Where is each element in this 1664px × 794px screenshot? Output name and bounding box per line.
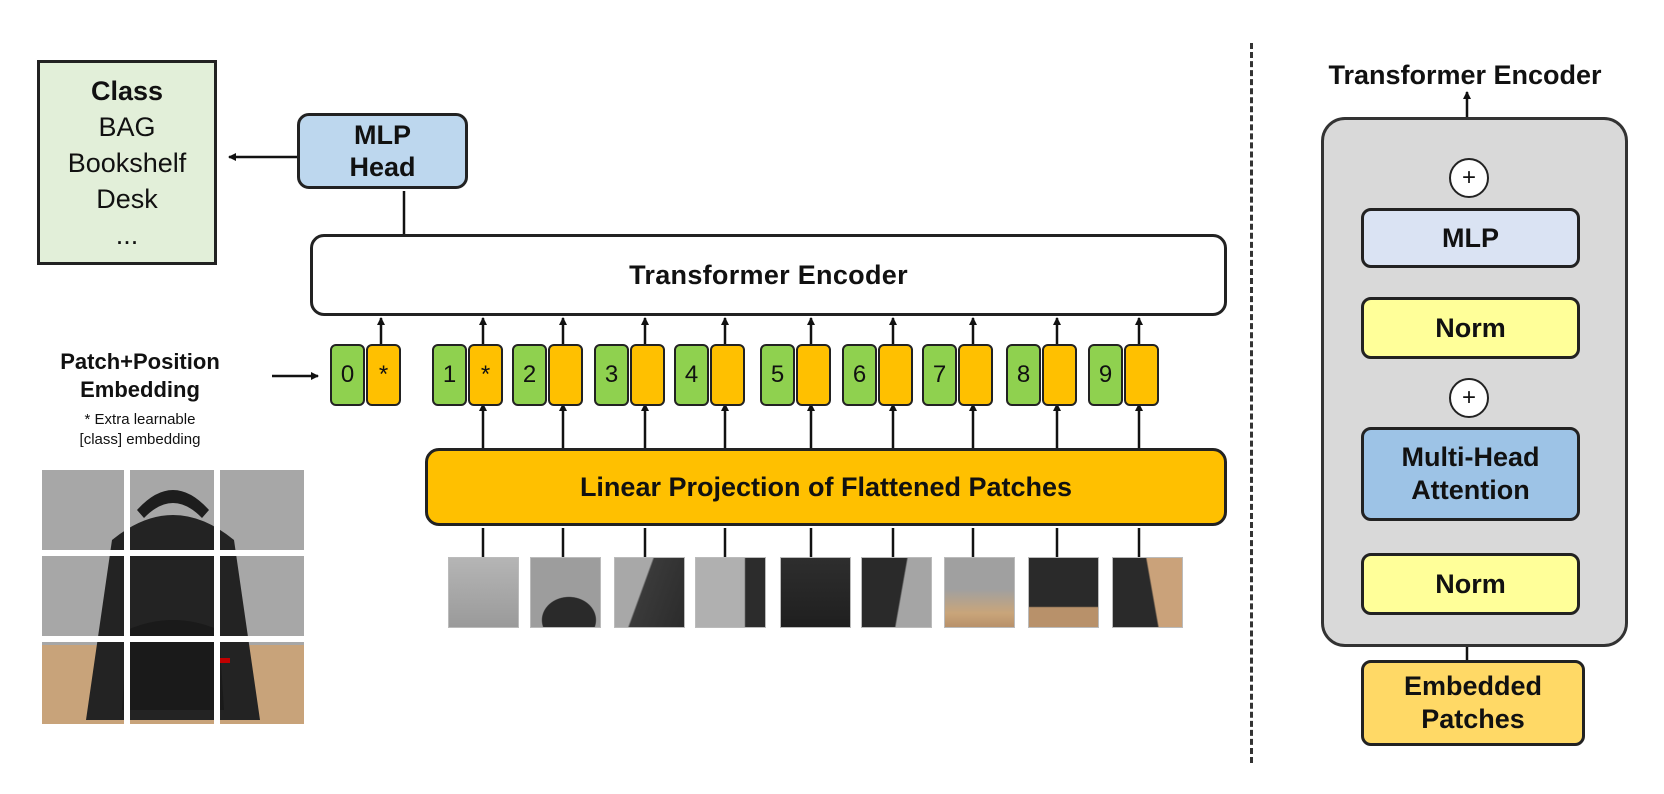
position-token: 0: [330, 344, 365, 406]
position-token: 5: [760, 344, 795, 406]
patch-embedding-token: [796, 344, 831, 406]
patch-embedding-token: [548, 344, 583, 406]
class-title: Class: [90, 75, 164, 106]
class-output-box: Class BAG Bookshelf Desk ...: [37, 60, 217, 265]
position-token: 7: [922, 344, 957, 406]
class-item: BAG: [98, 111, 156, 142]
class-embedding-token: *: [366, 344, 401, 406]
backpack-image: [42, 470, 304, 724]
position-token: 9: [1088, 344, 1123, 406]
multi-head-attention-block: Multi-Head Attention: [1361, 427, 1580, 521]
linear-projection-block: Linear Projection of Flattened Patches: [425, 448, 1227, 526]
patch-embedding-token: [1124, 344, 1159, 406]
patch-embedding-token: [630, 344, 665, 406]
position-token: 4: [674, 344, 709, 406]
image-patch: [448, 557, 519, 628]
position-token: 3: [594, 344, 629, 406]
patch-position-embedding-label: Patch+Position Embedding: [60, 349, 220, 402]
class-item: Desk: [96, 183, 158, 214]
class-item: ...: [115, 219, 139, 250]
class-embedding-note: * Extra learnable [class] embedding: [79, 411, 201, 448]
mlp-block: MLP: [1361, 208, 1580, 268]
backpack-photo-grid: [42, 470, 304, 724]
patch-embedding-token: [958, 344, 993, 406]
section-divider: [1250, 43, 1253, 763]
class-embedding-token: *: [468, 344, 503, 406]
image-patch: [1028, 557, 1099, 628]
transformer-encoder-block: Transformer Encoder: [310, 234, 1227, 316]
position-token: 2: [512, 344, 547, 406]
norm-block-top: Norm: [1361, 297, 1580, 359]
residual-add-icon: +: [1449, 158, 1489, 198]
image-patch: [944, 557, 1015, 628]
encoder-detail-title: Transformer Encoder: [1328, 60, 1602, 90]
residual-add-icon: +: [1449, 378, 1489, 418]
embedded-patches-block: Embedded Patches: [1361, 660, 1585, 746]
image-patch: [780, 557, 851, 628]
patch-embedding-token: [710, 344, 745, 406]
image-patch: [614, 557, 685, 628]
norm-block-bottom: Norm: [1361, 553, 1580, 615]
image-patch: [695, 557, 766, 628]
mlp-head-block: MLP Head: [297, 113, 468, 189]
position-token: 6: [842, 344, 877, 406]
image-patch: [530, 557, 601, 628]
patch-embedding-token: [878, 344, 913, 406]
position-token: 8: [1006, 344, 1041, 406]
class-item: Bookshelf: [67, 147, 187, 178]
image-patch: [1112, 557, 1183, 628]
image-patch: [861, 557, 932, 628]
patch-embedding-token: [1042, 344, 1077, 406]
position-token: 1: [432, 344, 467, 406]
